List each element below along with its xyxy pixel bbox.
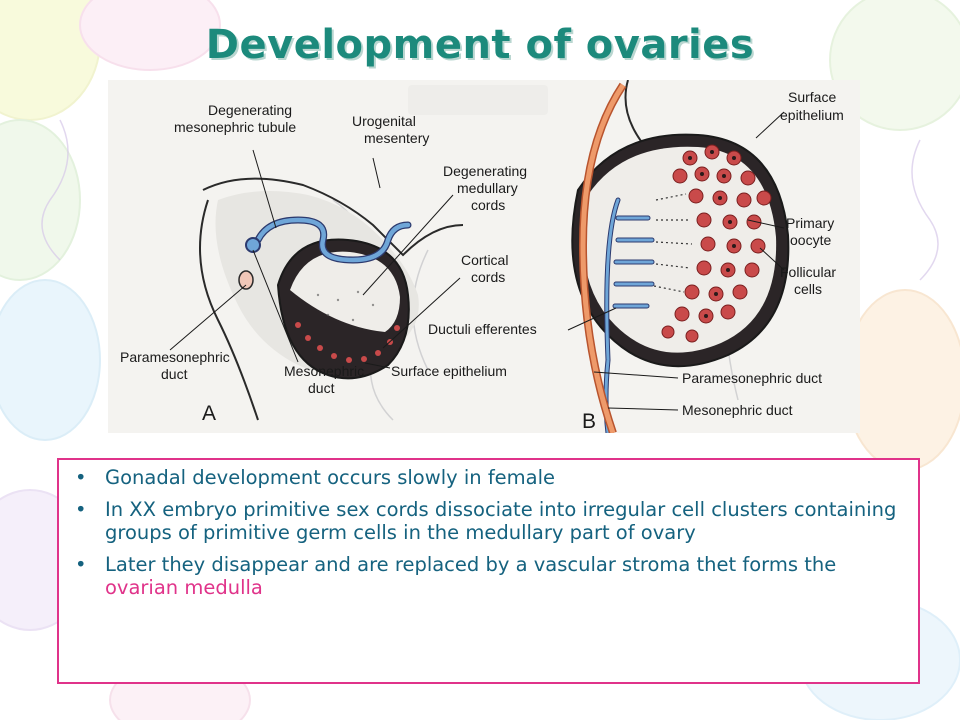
- panel-a-letter: A: [202, 402, 216, 425]
- label-primary-oocyte-2: oocyte: [790, 232, 831, 248]
- bullet-item: Gonadal development occurs slowly in fem…: [75, 466, 904, 489]
- bullet-text-box: Gonadal development occurs slowly in fem…: [57, 458, 920, 684]
- label-paramesonephric-duct-b: Paramesonephric duct: [682, 370, 822, 386]
- label-urogenital-mesentery-1: Urogenital: [352, 113, 416, 129]
- bullet-text: In XX embryo primitive sex cords dissoci…: [105, 498, 897, 544]
- label-paramesonephric-duct-a-2: duct: [161, 366, 188, 382]
- label-follicular-cells-1: Follicular: [780, 264, 836, 280]
- label-ductuli-efferentes: Ductuli efferentes: [428, 321, 537, 337]
- label-urogenital-mesentery-2: mesentery: [364, 130, 429, 146]
- label-degenerating-medullary-cords-3: cords: [471, 197, 505, 213]
- panel-b-letter: B: [582, 410, 596, 433]
- follicles: [661, 144, 772, 343]
- label-surface-epithelium-b-1: Surface: [788, 89, 836, 105]
- label-mesonephric-duct-a-2: duct: [308, 380, 335, 396]
- label-primary-oocyte-1: Primary: [786, 215, 834, 231]
- ovary-diagram: Degenerating mesonephric tubule Urogenit…: [120, 80, 844, 433]
- label-follicular-cells-2: cells: [794, 281, 822, 297]
- bullet-text: Gonadal development occurs slowly in fem…: [105, 466, 556, 489]
- bullet-text: Later they disappear and are replaced by…: [105, 553, 837, 576]
- label-surface-epithelium-a: Surface epithelium: [391, 363, 507, 379]
- panel-a-drawing: [199, 177, 464, 421]
- ovary-development-figure: Degenerating mesonephric tubule Urogenit…: [108, 80, 860, 433]
- bullet-list: Gonadal development occurs slowly in fem…: [59, 460, 918, 599]
- slide-title: Development of ovaries: [205, 22, 755, 68]
- label-cortical-cords-2: cords: [471, 269, 505, 285]
- label-paramesonephric-duct-a-1: Paramesonephric: [120, 349, 230, 365]
- label-degenerating-mesonephric-tubule-2: mesonephric tubule: [174, 119, 296, 135]
- label-degenerating-medullary-cords-2: medullary: [457, 180, 518, 196]
- panel-b-drawing: [571, 80, 790, 433]
- highlight-term-ovarian-medulla: ovarian medulla: [105, 576, 263, 599]
- label-mesonephric-duct-a-1: Mesonephric: [284, 363, 364, 379]
- bullet-item: Later they disappear and are replaced by…: [75, 553, 904, 599]
- label-cortical-cords-1: Cortical: [461, 252, 508, 268]
- label-degenerating-medullary-cords-1: Degenerating: [443, 163, 527, 179]
- label-mesonephric-duct-b: Mesonephric duct: [682, 402, 793, 418]
- bullet-item: In XX embryo primitive sex cords dissoci…: [75, 498, 904, 544]
- label-degenerating-mesonephric-tubule-1: Degenerating: [208, 102, 292, 118]
- label-surface-epithelium-b-2: epithelium: [780, 107, 844, 123]
